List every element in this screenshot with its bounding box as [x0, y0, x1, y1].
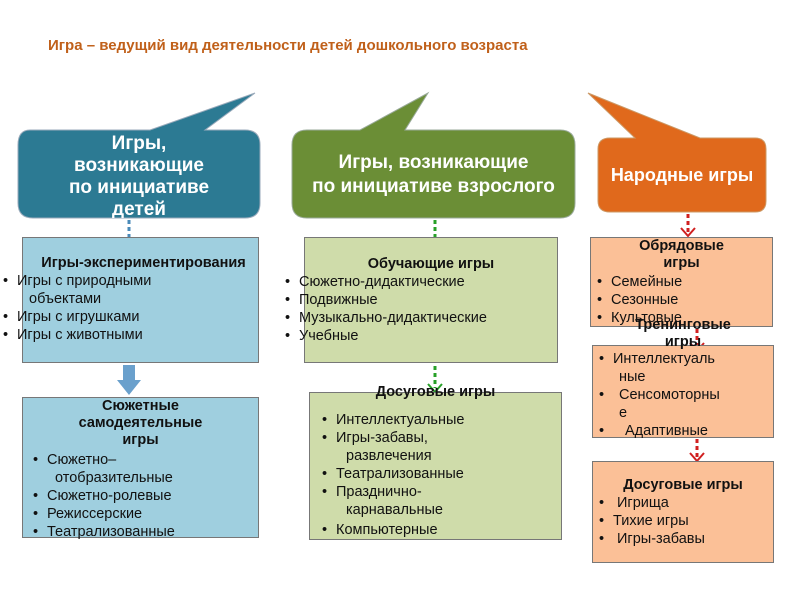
list-item: Семейные: [593, 273, 772, 291]
box-title: Игры-экспериментирования: [41, 255, 246, 271]
list-item: Интеллектуальные: [318, 411, 561, 429]
box-educational-games: Обучающие игры Сюжетно-дидактические Под…: [285, 237, 558, 363]
box-training-games: Тренинговые игры Интеллектуаль ные Сенсо…: [592, 317, 774, 440]
list-item-continuation: е: [619, 405, 628, 421]
box-title-line: игры: [122, 432, 159, 448]
list-item: Игры-забавы: [595, 530, 773, 548]
header-adult-initiative: Игры, возникающие по инициативе взрослог…: [293, 152, 574, 212]
box-title-line: Обрядовые: [639, 238, 724, 254]
list-item-continuation: Сенсомоторны: [619, 387, 720, 403]
box-title-line: Тренинговые: [635, 317, 731, 333]
box-title: Обучающие игры: [367, 256, 495, 272]
header-line: возникающие: [74, 155, 204, 176]
header-line: по инициативе взрослого: [312, 176, 555, 197]
box-experimentation-games: Игры-экспериментирования Игры с природны…: [3, 237, 259, 363]
header-line: Игры,: [111, 133, 167, 154]
header-bubble-1: [17, 92, 261, 219]
list-item: Тихие игры: [595, 512, 773, 530]
list-item-continuation: отобразительные: [55, 470, 173, 486]
box-title-line: самодеятельные: [78, 415, 203, 431]
box-title-line: игры: [664, 334, 702, 350]
list-item: Интеллектуаль: [595, 350, 773, 368]
list-item: Режиссерские: [29, 505, 258, 523]
header-children-initiative: Игры, возникающие по инициативе детей: [18, 133, 260, 218]
arrow-1b-head: [117, 380, 141, 395]
header-line: Народные игры: [610, 165, 754, 185]
box-title: Сюжетные самодеятельные игры: [23, 398, 258, 449]
list-item: Сюжетно-дидактические: [281, 273, 557, 291]
box-title-line: игры: [663, 255, 700, 271]
list-item: Сезонные: [593, 291, 772, 309]
box-title: Досуговые игры: [623, 477, 743, 493]
list-item-continuation: развлечения: [346, 448, 432, 464]
list-item: Игры с природными: [0, 272, 258, 290]
list-item-continuation: ные: [619, 369, 646, 385]
list-item: Сюжетно–: [29, 451, 258, 469]
header-line: детей: [112, 199, 166, 218]
box-title: Досуговые игры: [375, 384, 496, 400]
list-item: Учебные: [281, 327, 557, 345]
list-item-continuation: объектами: [29, 291, 102, 307]
list-item: Театрализованные: [29, 523, 258, 541]
list-item: Празднично-: [318, 483, 561, 501]
box-plot-games: Сюжетные самодеятельные игры Сюжетно– от…: [22, 397, 259, 541]
header-bubble-3: [587, 92, 767, 213]
box-title-line: Сюжетные: [102, 398, 179, 414]
box-title: Тренинговые игры: [593, 317, 773, 351]
list-item: Игры-забавы,: [318, 429, 561, 447]
list-item: Подвижные: [281, 291, 557, 309]
arrow-3a-head: [680, 227, 696, 238]
box-leisure-folk-games: Досуговые игры Игрища Тихие игры Игры-за…: [592, 461, 774, 563]
slide-title: Игра – ведущий вид деятельности детей до…: [48, 37, 528, 54]
list-item: Игры с животными: [0, 326, 258, 344]
header-line: по инициативе: [68, 177, 210, 198]
header-line: Игры, возникающие: [338, 152, 529, 173]
list-item: Игры с игрушками: [0, 308, 258, 326]
list-item-continuation: карнавальные: [346, 502, 443, 518]
box-ritual-games: Обрядовые игры Семейные Сезонные Культов…: [590, 237, 773, 327]
box-title: Обрядовые игры: [591, 238, 772, 272]
list-item: Сюжетно-ролевые: [29, 487, 258, 505]
list-item: Музыкально-дидактические: [281, 309, 557, 327]
header-folk-games: Народные игры: [599, 164, 765, 188]
box-leisure-games: Досуговые игры Интеллектуальные Игры-заб…: [309, 384, 562, 540]
arrow-1b-shaft: [123, 365, 135, 381]
list-item: Адаптивные: [595, 422, 773, 440]
list-item: Культовые: [593, 309, 772, 327]
list-item: Театрализованные: [318, 465, 561, 483]
list-item: Компьютерные: [318, 521, 561, 539]
list-item: Игрища: [595, 494, 773, 512]
header-bubble-2: [291, 91, 576, 219]
